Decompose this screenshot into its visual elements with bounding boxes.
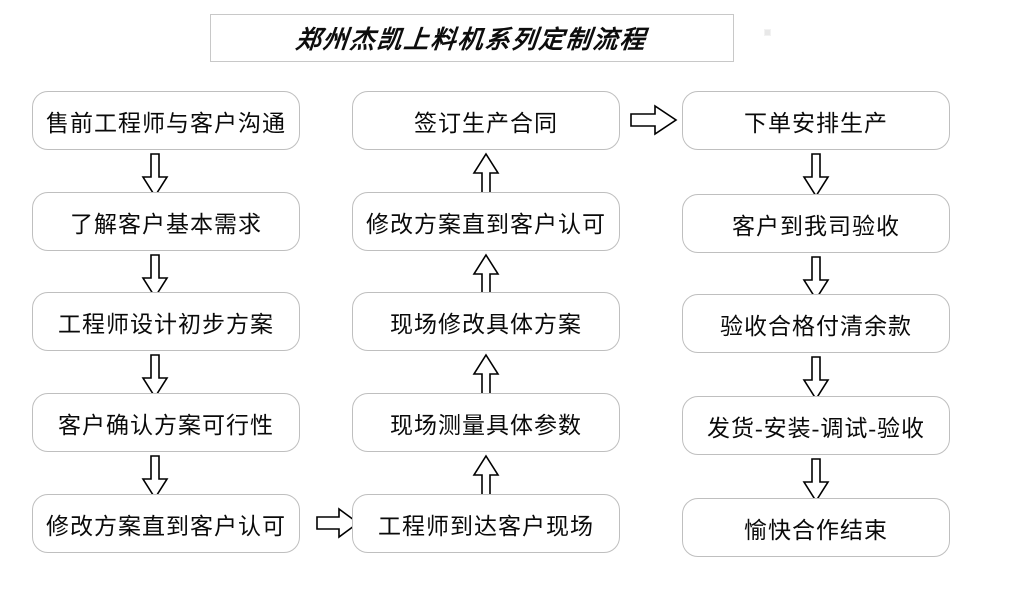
node-l5[interactable]: 修改方案直到客户认可: [32, 494, 300, 553]
node-l2[interactable]: 了解客户基本需求: [32, 192, 300, 251]
chart-title-box: 郑州杰凯上料机系列定制流程: [210, 14, 734, 62]
down-arrow-l3-l4: [141, 354, 169, 399]
node-l4-label: 客户确认方案可行性: [58, 412, 274, 438]
down-arrow-r3-r4: [802, 356, 830, 401]
node-r1[interactable]: 下单安排生产: [682, 91, 950, 150]
node-m5-label: 工程师到达客户现场: [378, 513, 594, 539]
down-arrow-r4-r5: [802, 458, 830, 503]
chart-title: 郑州杰凯上料机系列定制流程: [294, 27, 649, 54]
node-r5-label: 愉快合作结束: [744, 517, 888, 543]
down-arrow-r2-r3: [802, 256, 830, 301]
node-l5-label: 修改方案直到客户认可: [46, 513, 286, 539]
down-arrow-l2-l3: [141, 254, 169, 299]
node-r3-label: 验收合格付清余款: [720, 313, 912, 339]
node-m3-label: 现场修改具体方案: [390, 311, 582, 337]
node-m4[interactable]: 现场测量具体参数: [352, 393, 620, 452]
node-l1-label: 售前工程师与客户沟通: [46, 110, 286, 136]
node-l3-label: 工程师设计初步方案: [58, 311, 274, 337]
right-arrow-middle-to-right: [630, 104, 678, 137]
node-m1-label: 签订生产合同: [414, 110, 558, 136]
node-r2-label: 客户到我司验收: [732, 213, 900, 239]
node-m3[interactable]: 现场修改具体方案: [352, 292, 620, 351]
node-l3[interactable]: 工程师设计初步方案: [32, 292, 300, 351]
down-arrow-r1-r2: [802, 153, 830, 198]
node-r2[interactable]: 客户到我司验收: [682, 194, 950, 253]
right-arrow-left-to-middle: [316, 507, 360, 540]
stray-artifact: [764, 29, 771, 36]
node-r1-label: 下单安排生产: [744, 110, 888, 136]
down-arrow-l4-l5: [141, 455, 169, 500]
node-m2[interactable]: 修改方案直到客户认可: [352, 192, 620, 251]
down-arrow-l1-l2: [141, 153, 169, 198]
node-l4[interactable]: 客户确认方案可行性: [32, 393, 300, 452]
node-l2-label: 了解客户基本需求: [70, 211, 262, 237]
node-l1[interactable]: 售前工程师与客户沟通: [32, 91, 300, 150]
node-r3[interactable]: 验收合格付清余款: [682, 294, 950, 353]
node-m1[interactable]: 签订生产合同: [352, 91, 620, 150]
node-r4[interactable]: 发货-安装-调试-验收: [682, 396, 950, 455]
node-m5[interactable]: 工程师到达客户现场: [352, 494, 620, 553]
node-r4-label: 发货-安装-调试-验收: [707, 415, 925, 441]
node-r5[interactable]: 愉快合作结束: [682, 498, 950, 557]
node-m2-label: 修改方案直到客户认可: [366, 211, 606, 237]
node-m4-label: 现场测量具体参数: [390, 412, 582, 438]
